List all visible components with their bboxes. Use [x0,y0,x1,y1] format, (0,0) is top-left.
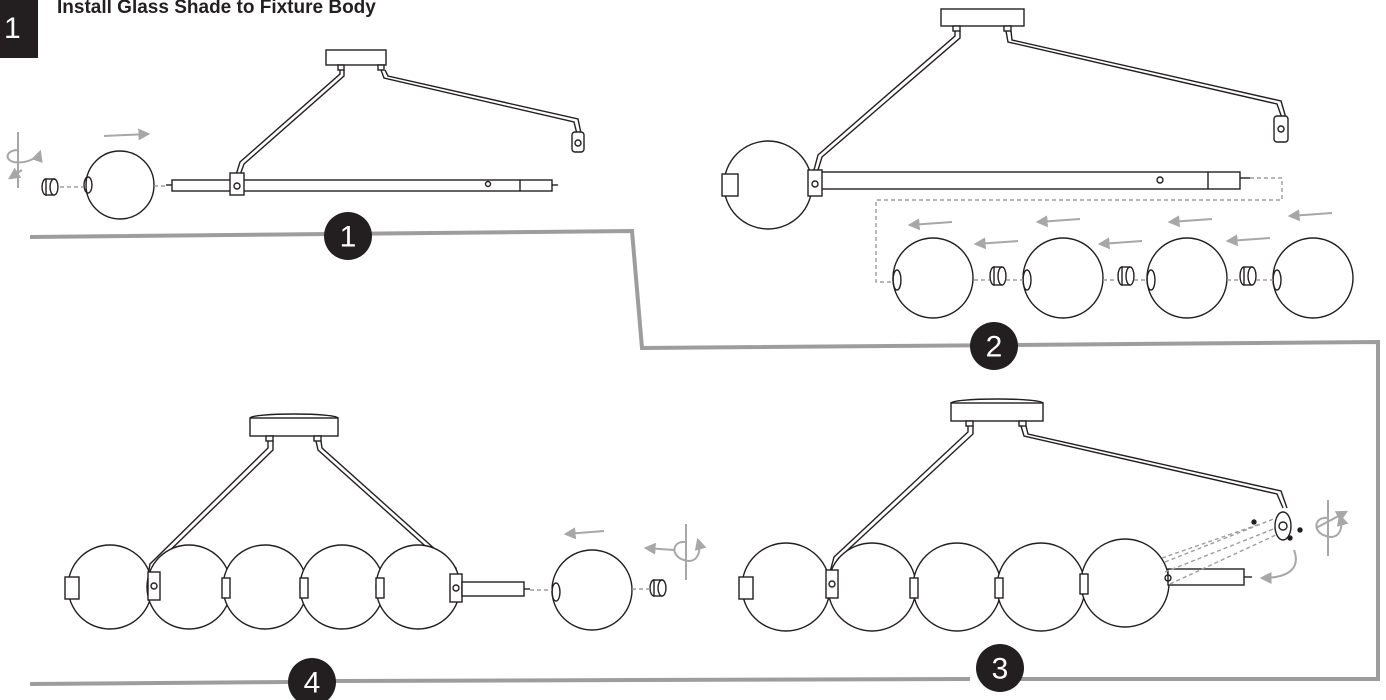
page-title: Install Glass Shade to Fixture Body [57,0,376,18]
glass-shade-icon [1272,237,1354,319]
ceiling-canopy-icon [325,49,387,71]
substep-badge-2: 2 [970,322,1018,370]
ceiling-canopy-icon [950,398,1044,427]
rotate-arrow-icon [673,524,699,580]
direction-arrow-icon [103,128,151,141]
arm-end-socket-icon [1251,511,1303,541]
panel-1-guides [60,185,166,188]
direction-arrow-icon [1035,215,1081,228]
glass-shade-icon [299,544,385,630]
arm-end-socket-icon [1273,115,1289,143]
direction-arrow-icon [563,527,605,540]
glass-shade-icon [741,542,831,632]
glass-shade-icon [1022,237,1104,319]
direction-arrow-icon [973,237,1019,250]
direction-arrow-icon [1167,215,1213,228]
panel-2-guides [875,177,1283,283]
glass-shade-icon [222,544,308,630]
glass-shade-icon [1146,237,1228,319]
substep-badge-label: 2 [986,331,1003,364]
step-number: 1 [4,12,21,45]
direction-arrow-icon [1287,209,1333,222]
direction-arrow-icon [1097,237,1143,250]
substep-badge-label: 3 [992,653,1009,686]
glass-shade-icon [551,549,633,631]
substep-badge-1: 1 [324,212,372,260]
rotate-arrow-icon [6,132,40,188]
connector-ring-icon [649,579,667,597]
connector-ring-icon [1239,266,1257,286]
panel-1-arrows [6,128,151,188]
substep-badge-label: 1 [340,221,357,254]
substep-badge-3: 3 [976,644,1024,692]
glass-shade-icon [1080,538,1170,628]
panel-4-guides [530,588,650,591]
return-arrow-icon [1259,549,1297,584]
glass-shade-icon [912,542,1002,632]
direction-arrow-icon [1225,234,1271,247]
panel-step-2 [721,8,1354,319]
panel-3-guides [1161,517,1279,585]
connector-ring-icon [1117,266,1135,286]
panel-4-arrows [563,524,699,580]
arm-end-socket-icon [571,131,585,153]
glass-shade-icon [892,237,974,319]
connector-ring-icon [41,178,59,196]
panel-2-arrows [907,209,1333,250]
panel-step-4 [64,413,667,631]
panel-step-3 [738,398,1303,632]
glass-shade-icon [827,542,917,632]
connector-ring-icon [989,266,1007,286]
substep-badge-label: 4 [304,667,321,700]
glass-shade-icon [375,544,461,630]
glass-shade-icon [83,150,155,220]
glass-shade-icon [996,542,1086,632]
step-number-tab: 1 [0,0,38,58]
glass-shade-icon [67,544,153,630]
rotate-arrow-icon [1315,500,1341,556]
panel-step-1 [41,49,585,220]
ceiling-canopy-icon [249,413,339,442]
panel-3-arrows [1259,500,1346,584]
direction-arrow-icon [907,218,953,231]
substep-badge-4: 4 [288,658,336,700]
ceiling-canopy-icon [940,8,1025,32]
